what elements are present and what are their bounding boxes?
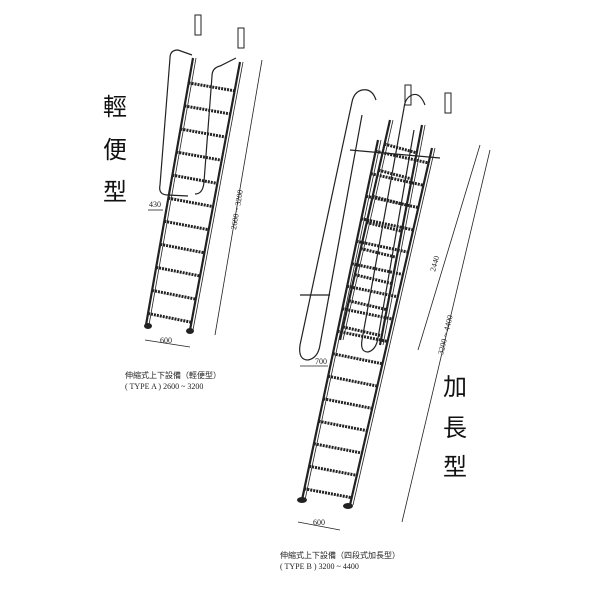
ladder-rung [342,325,383,338]
ladder-rung [308,464,358,478]
ladder-rung [188,81,236,93]
type-a-caption: 伸縮式上下設備（輕便型） ( TYPE A ) 2600 ~ 3200 [125,370,221,392]
ladder-foot [144,323,152,329]
handrail-loop-left [299,89,377,361]
type-b-section-dim: 2440 [428,255,441,273]
ladder-rail [342,119,394,341]
handrail-loop [194,57,237,195]
ladder-rail [352,147,436,506]
ladder-rail [300,139,380,501]
type-b-handrail-dim: 700 [315,357,327,366]
type-b-height-dim: 3200 ~ 4400 [436,314,454,355]
ladder-rung [360,247,398,260]
ladder-rung [176,150,223,162]
ladder-rung [168,196,215,209]
type-a-dimensions: 2600 ~ 3200 600 430 [144,59,263,348]
type-a-caption-line1: 伸縮式上下設備（輕便型） [125,371,221,380]
ladder-rung [163,219,210,232]
ladder-foot [297,497,307,503]
hook-bracket [194,14,202,36]
ladder-rung [327,374,379,388]
handrail-loop-right [361,93,426,353]
type-b-caption-line1: 伸縮式上下設備（四段式加長型） [280,551,400,560]
ladder-rail [378,124,424,346]
type-a-title-char: 型 [103,178,127,206]
type-b-title-char: 加 [443,373,467,401]
ladder-rung [304,487,353,500]
handrail-brace [300,149,441,296]
ladder-rung [180,127,227,139]
ladder-rail [304,139,382,501]
hook-bracket [237,27,245,49]
handrail-loop [159,49,193,197]
ladder-rung [159,242,206,255]
ladder-rung [370,172,425,187]
ladder-rung [151,288,197,301]
ladder-type-b [297,84,452,509]
ladder-rung [332,352,384,366]
ladder-rung [318,419,369,433]
ladder-rung [184,104,232,116]
ladder-rung [155,265,202,278]
ladder-rail [144,57,195,326]
ladder-foot [343,503,353,509]
hook-bracket [444,92,452,114]
ladder-rail [192,61,244,331]
type-b-title-char: 型 [443,453,467,481]
type-b-caption: 伸縮式上下設備（四段式加長型） ( TYPE B ) 3200 ~ 4400 [280,550,400,572]
ladder-rail [338,119,392,341]
ladder-rail [188,61,242,331]
ladder-rung [147,312,193,324]
type-a-width-dim: 600 [160,336,172,345]
type-b-caption-line2: ( TYPE B ) 3200 ~ 4400 [280,562,359,571]
type-a-title-char: 便 [103,136,127,164]
ladder-rung [384,142,418,155]
ladder-rail [148,57,197,326]
type-a-height-dim: 2600 ~ 3200 [229,189,245,230]
type-a-caption-line2: ( TYPE A ) 2600 ~ 3200 [125,382,204,391]
ladder-rail [348,147,434,506]
type-b-title-char: 長 [443,414,467,442]
ladder-rung [313,442,364,455]
type-a-handrail-dim: 430 [149,200,161,209]
type-b-width-dim: 600 [313,518,325,527]
ladder-foot [186,328,194,334]
ladder-type-a [144,14,245,334]
ladder-rung [172,173,219,186]
ladder-rung [323,397,374,411]
hook-bracket [404,84,412,106]
type-a-title-char: 輕 [103,93,127,121]
ladder-rail [382,124,426,346]
ladder-rung [354,273,393,286]
